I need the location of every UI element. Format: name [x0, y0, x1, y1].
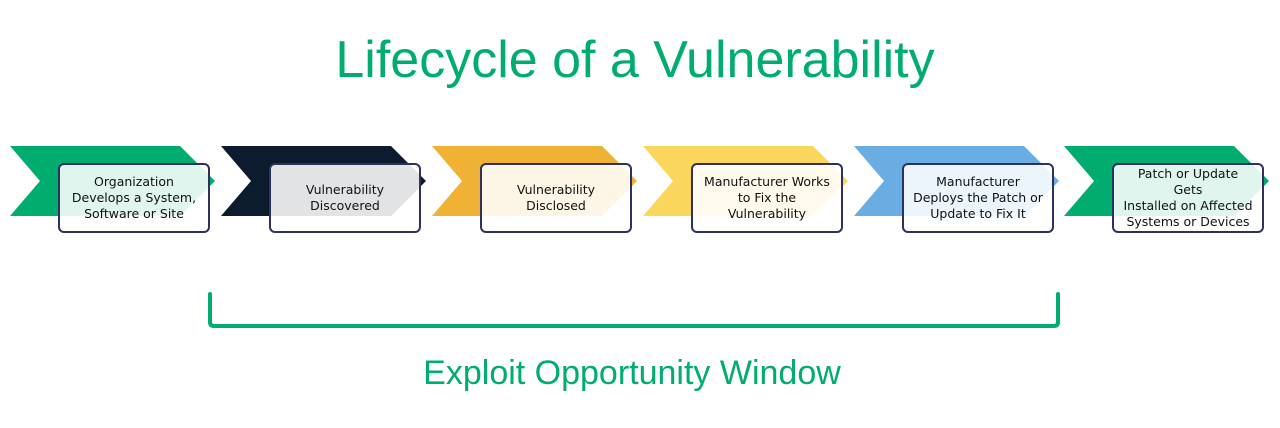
- stage-card: Vulnerability Disclosed: [480, 163, 632, 233]
- stage-card: Patch or Update Gets Installed on Affect…: [1112, 163, 1264, 233]
- exploit-window-bracket: [208, 292, 1060, 328]
- exploit-window-label: Exploit Opportunity Window: [423, 354, 841, 392]
- page-title: Lifecycle of a Vulnerability: [335, 31, 935, 89]
- stage-card: Manufacturer Works to Fix the Vulnerabil…: [691, 163, 843, 233]
- stage-3: Vulnerability Disclosed: [432, 146, 652, 236]
- stage-card: Vulnerability Discovered: [269, 163, 421, 233]
- stage-1: Organization Develops a System, Software…: [10, 146, 230, 236]
- stage-card: Organization Develops a System, Software…: [58, 163, 210, 233]
- stage-2: Vulnerability Discovered: [221, 146, 441, 236]
- stage-5: Manufacturer Deploys the Patch or Update…: [854, 146, 1074, 236]
- stage-4: Manufacturer Works to Fix the Vulnerabil…: [643, 146, 863, 236]
- stage-6: Patch or Update Gets Installed on Affect…: [1064, 146, 1280, 236]
- stage-card: Manufacturer Deploys the Patch or Update…: [902, 163, 1054, 233]
